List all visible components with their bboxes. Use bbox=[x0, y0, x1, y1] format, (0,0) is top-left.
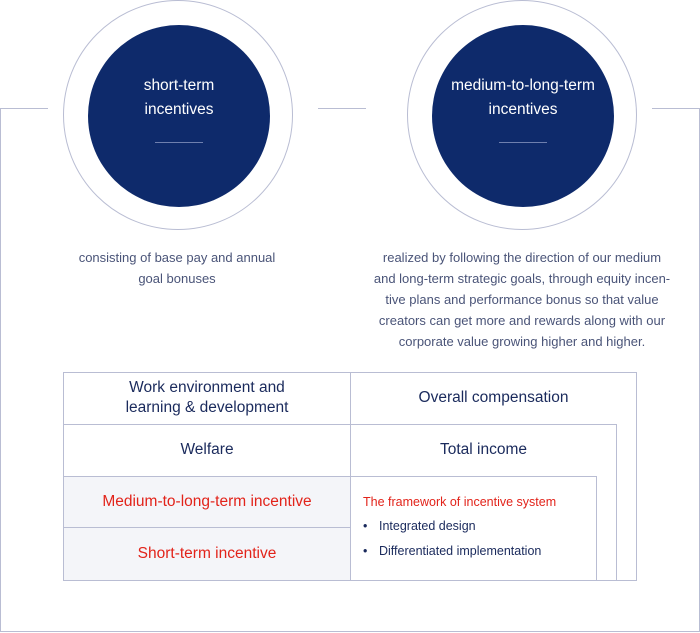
framework-title: The framework of incentive system bbox=[363, 495, 557, 509]
frame-connector bbox=[318, 108, 366, 109]
frame-left bbox=[0, 108, 1, 632]
short-term-title: short-term incentives bbox=[143, 76, 215, 118]
bullet-icon: • bbox=[363, 544, 368, 558]
medium-long-term-description: realized by following the direction of o… bbox=[373, 250, 671, 349]
medium-long-term-shade bbox=[64, 477, 350, 527]
row-divider-3 bbox=[64, 527, 350, 528]
short-term-incentive-cell: Short-term incentive bbox=[137, 545, 277, 562]
frame-right-top bbox=[652, 108, 700, 109]
short-term-rule bbox=[155, 141, 203, 143]
framework-item-label: Differentiated implementation bbox=[379, 544, 542, 558]
short-term-shade bbox=[64, 528, 350, 580]
short-term-description: consisting of base pay and annual goal b… bbox=[78, 250, 276, 286]
medium-long-term-title: medium-to-long-term incentives bbox=[451, 76, 595, 118]
work-environment-cell: Work environment and learning & developm… bbox=[125, 379, 289, 416]
frame-left-top bbox=[0, 108, 48, 109]
framework-item-label: Integrated design bbox=[379, 519, 476, 533]
medium-long-term-circle: medium-to-long-term incentives bbox=[407, 0, 637, 230]
welfare-cell: Welfare bbox=[180, 441, 234, 458]
short-term-circle: short-term incentives bbox=[63, 0, 293, 230]
column-divider bbox=[350, 373, 351, 580]
framework-item: • Differentiated implementation bbox=[363, 544, 541, 558]
medium-long-term-rule bbox=[499, 141, 547, 143]
medium-long-term-incentive-cell: Medium-to-long-term incentive bbox=[102, 493, 312, 510]
short-term-disc: short-term incentives bbox=[88, 25, 270, 207]
medium-long-term-disc: medium-to-long-term incentives bbox=[432, 25, 614, 207]
bullet-icon: • bbox=[363, 519, 368, 533]
framework-item: • Integrated design bbox=[363, 519, 476, 533]
overall-compensation-cell: Overall compensation bbox=[418, 389, 569, 406]
total-income-cell: Total income bbox=[439, 441, 527, 458]
frame-bottom bbox=[0, 631, 700, 632]
